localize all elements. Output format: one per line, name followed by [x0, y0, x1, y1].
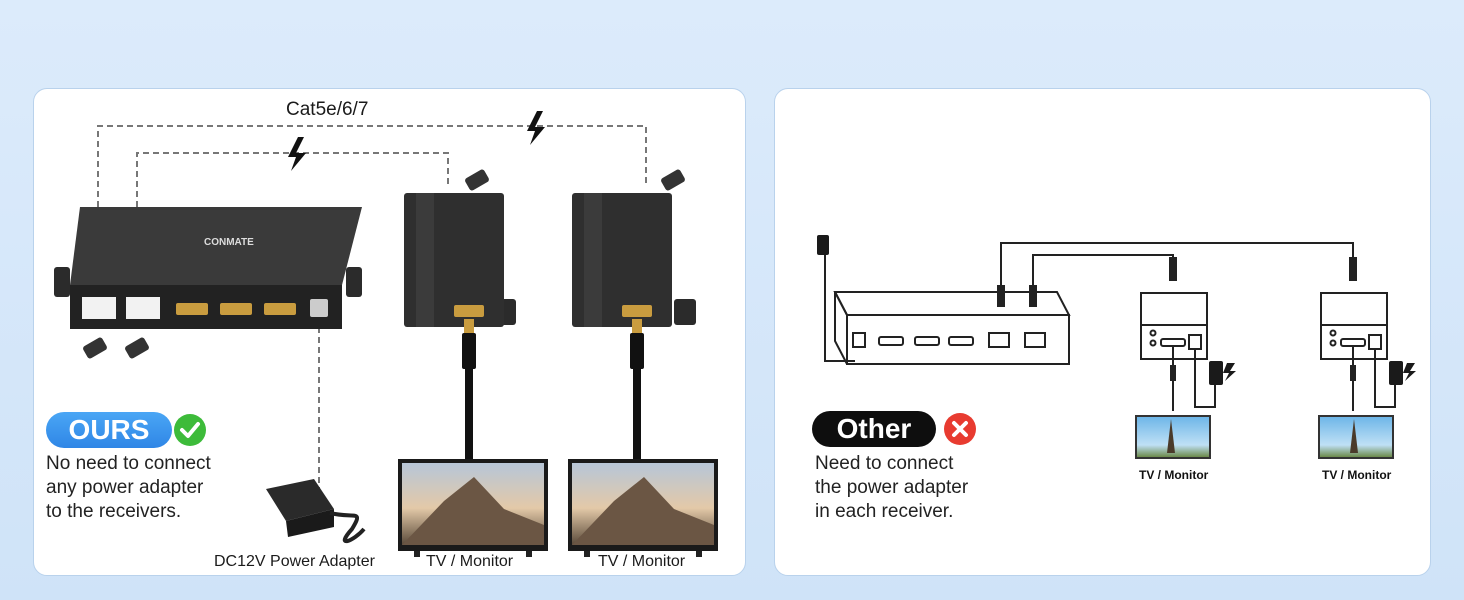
tv-monitor-label: TV / Monitor — [1139, 468, 1209, 482]
lightning-icon — [288, 111, 545, 171]
line-drawing — [824, 239, 1396, 411]
x-circle-icon — [944, 413, 976, 445]
tv-monitor-1 — [1135, 415, 1211, 459]
ours-connection-diagram: CONMATE — [54, 111, 718, 557]
description-line: the power adapter — [815, 477, 969, 498]
tv-monitor-1 — [398, 459, 548, 557]
tv-monitor-label: TV / Monitor — [1322, 468, 1392, 482]
tv-monitor-2 — [1318, 415, 1394, 459]
ours-description: No need to connect any power adapter to … — [46, 452, 306, 524]
description-line: No need to connect — [46, 453, 211, 474]
hdmi-receiver-2 — [572, 193, 696, 327]
other-description: Need to connect the power adapter in eac… — [815, 452, 1075, 524]
rj45-plug-icon — [83, 169, 685, 359]
hdmi-cable-lines — [462, 319, 644, 465]
device-brand-text: CONMATE — [204, 237, 254, 248]
check-circle-icon — [174, 414, 206, 446]
description-line: any power adapter — [46, 477, 204, 498]
description-line: to the receivers. — [46, 501, 182, 522]
description-line: in each receiver. — [815, 501, 954, 522]
other-connection-diagram — [817, 235, 1416, 459]
hdmi-receiver-1 — [404, 193, 516, 327]
ours-panel: CONMATE — [33, 88, 746, 576]
other-panel: TV / Monitor TV / Monitor Other Need to … — [774, 88, 1431, 576]
other-badge: Other — [812, 411, 936, 447]
tv-monitor-label: TV / Monitor — [598, 553, 686, 570]
tv-monitor-2 — [568, 459, 718, 557]
cable-connectors — [997, 257, 1357, 381]
cable-type-label: Cat5e/6/7 — [286, 99, 369, 120]
hdmi-splitter-transmitter: CONMATE — [54, 207, 362, 329]
ours-badge: OURS — [46, 412, 172, 448]
description-line: Need to connect — [815, 453, 954, 474]
tv-monitor-label: TV / Monitor — [426, 553, 514, 570]
power-adapter-icon — [266, 479, 366, 544]
power-adapter-label: DC12V Power Adapter — [214, 553, 375, 570]
power-adapter-icon — [817, 235, 1416, 385]
